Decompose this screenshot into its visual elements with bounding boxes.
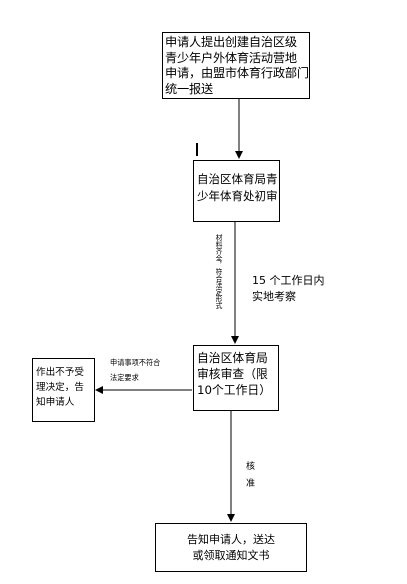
step-preliminary-review-text: 自治区体育局青 少年体育处初审 xyxy=(197,172,278,203)
step-review-examination-box: 自治区体育局 审核审查（限 10个工作日） xyxy=(193,345,279,411)
label-materials-complete: 材料齐全，符合法定形式 xyxy=(214,234,222,309)
step-review-examination-text: 自治区体育局 审核审查（限 10个工作日） xyxy=(197,351,271,397)
step-notify-delivery-box: 告知申请人，送达 或领取通知文书 xyxy=(155,523,307,572)
step-notify-delivery-text: 告知申请人，送达 或领取通知文书 xyxy=(187,533,275,562)
step-submit-application-box: 申请人提出创建自治区级 青少年户外体育活动营地 申请，由盟市体育行政部门 统一报… xyxy=(162,32,310,99)
step-submit-application-text: 申请人提出创建自治区级 青少年户外体育活动营地 申请，由盟市体育行政部门 统一报… xyxy=(165,35,309,96)
step-preliminary-review-box: 自治区体育局青 少年体育处初审 xyxy=(193,160,280,222)
label-site-visit: 15 个工作日内 实地考察 xyxy=(252,274,325,303)
step-reject-notify-text: 作出不予受 理决定，告 知申请人 xyxy=(36,367,84,408)
step-reject-notify-box: 作出不予受 理决定，告 知申请人 xyxy=(32,358,95,422)
label-not-meet-requirements: 申请事项不符合 法定要求 xyxy=(110,358,161,382)
label-approve: 核准 xyxy=(244,461,254,495)
